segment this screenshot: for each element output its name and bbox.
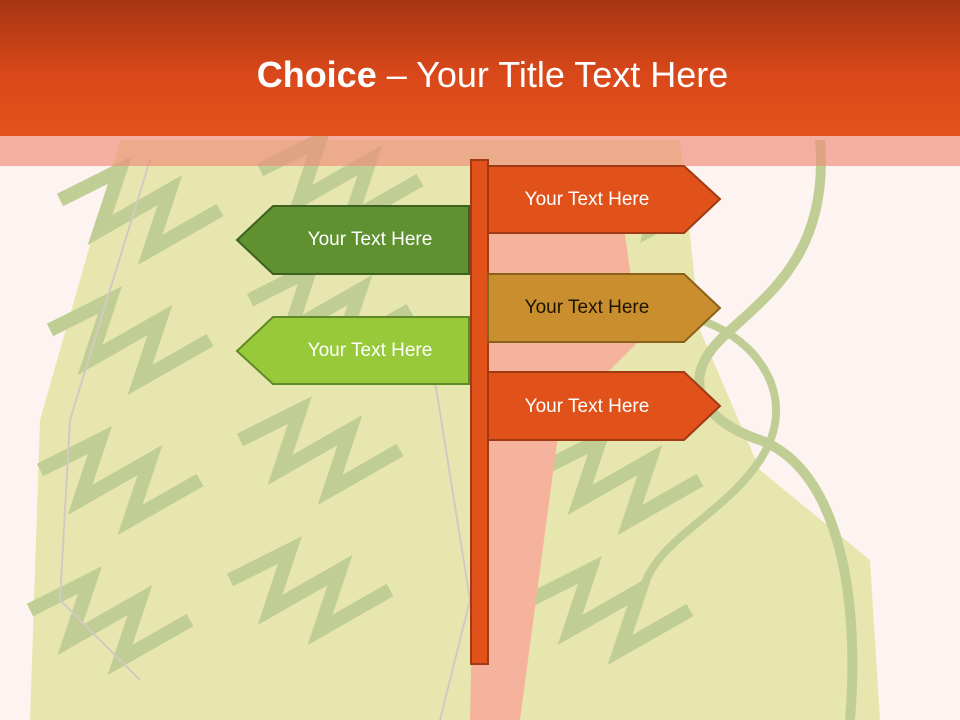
slide-title: Choice – Your Title Text Here [0, 52, 960, 98]
sign-4-label: Your Text Here [307, 340, 433, 361]
sign-2-label: Your Text Here [307, 229, 433, 250]
sign-3-arrow [487, 273, 722, 343]
sign-5-arrow [487, 371, 722, 441]
sign-1-label: Your Text Here [524, 189, 650, 210]
title-bar [0, 0, 960, 136]
sign-2-arrow [235, 205, 470, 275]
slide-title-rest: – Your Title Text Here [376, 54, 729, 95]
signpost-pole [470, 159, 489, 665]
sign-3-label: Your Text Here [524, 297, 650, 318]
sign-5-label: Your Text Here [524, 396, 650, 417]
slide-title-bold: Choice [256, 54, 377, 95]
sign-4-arrow [235, 316, 470, 385]
sign-1-arrow [487, 165, 722, 234]
